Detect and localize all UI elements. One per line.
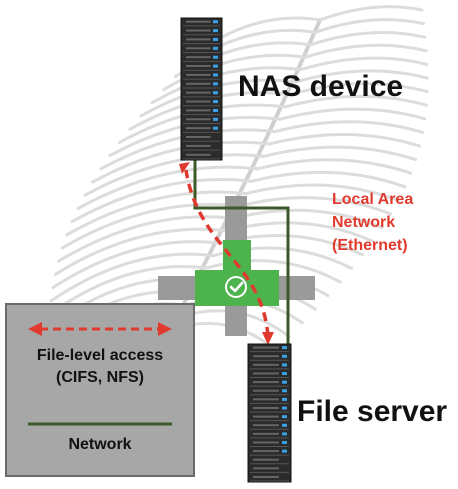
file-server-label: File server — [297, 395, 448, 428]
file-server-icon — [247, 343, 292, 483]
lan-label-line-3: (Ethernet) — [332, 237, 408, 254]
checkmark-icon — [225, 276, 247, 298]
arrow-head-down-icon — [262, 332, 274, 345]
legend-access-text: File-level access (CIFS, NFS) — [10, 345, 190, 389]
legend-arrow-left-icon — [28, 322, 42, 336]
legend-box — [5, 303, 195, 477]
nas-device-label: NAS device — [238, 70, 404, 103]
arrow-head-up-icon — [179, 162, 190, 174]
legend-access-line-2: (CIFS, NFS) — [56, 369, 144, 386]
legend-access-line-1: File-level access — [36, 347, 164, 364]
legend-network-text: Network — [68, 436, 132, 453]
network-cable — [193, 160, 290, 348]
lan-label: Local Area Network (Ethernet) — [332, 188, 452, 257]
lan-label-line-2: Network — [332, 214, 396, 231]
file-access-path — [184, 169, 270, 337]
legend-arrow-right-icon — [158, 322, 172, 336]
nas-device-icon — [180, 17, 223, 161]
lan-label-line-1: Local Area — [332, 191, 414, 208]
